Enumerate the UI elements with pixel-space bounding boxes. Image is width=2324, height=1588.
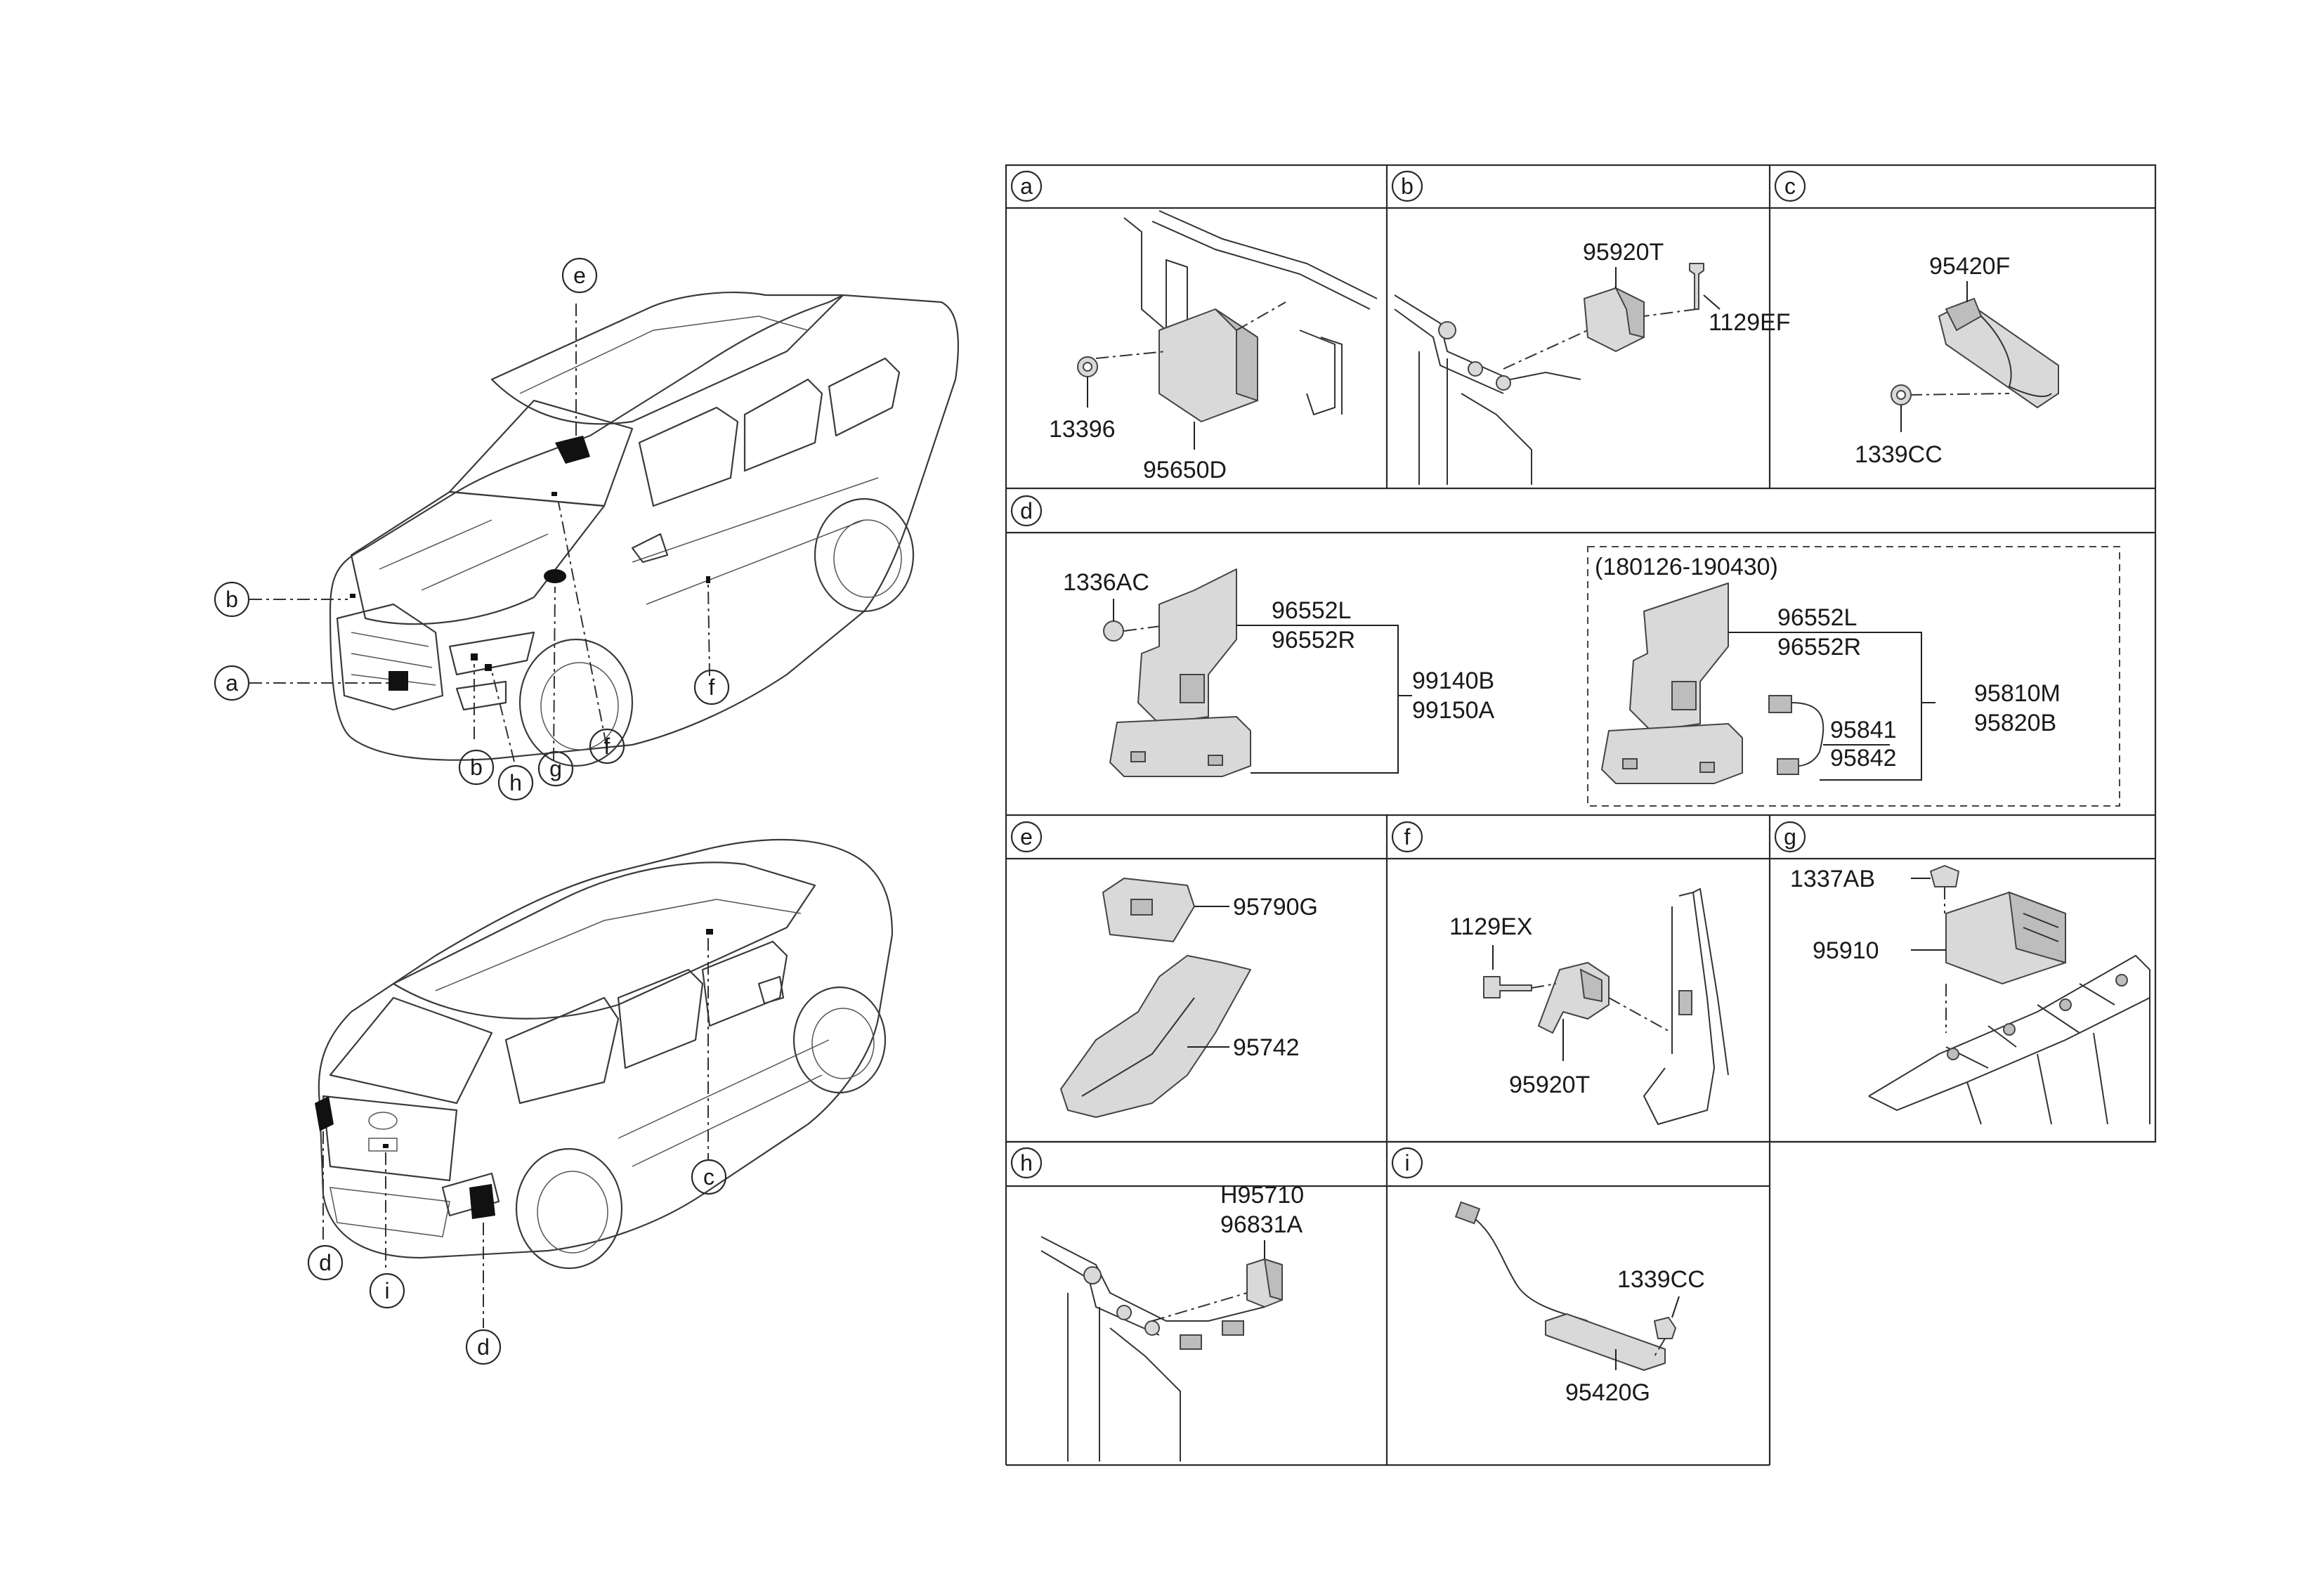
part-96552R-right: 96552R <box>1777 634 1861 660</box>
part-1339CC-c: 1339CC <box>1855 441 1943 468</box>
part-96552R-left: 96552R <box>1272 627 1355 653</box>
callout-rear-i: i <box>369 1273 405 1309</box>
svg-text:d: d <box>319 1250 332 1275</box>
svg-text:f: f <box>604 734 611 759</box>
svg-text:h: h <box>509 770 522 795</box>
mount-99140B <box>1109 716 1251 777</box>
panel-e: e 95790G 95742 <box>1010 821 1318 1118</box>
part-95842: 95842 <box>1830 745 1897 772</box>
part-13396: 13396 <box>1049 416 1116 443</box>
part-99150A: 99150A <box>1412 697 1495 724</box>
svg-text:b: b <box>470 755 483 780</box>
bracket-96552-variant <box>1629 583 1729 731</box>
part-96552L-right: 96552L <box>1777 604 1857 631</box>
panel-g-key: g <box>1784 824 1796 850</box>
part-96831A: 96831A <box>1220 1211 1303 1238</box>
bracket-96552 <box>1137 568 1237 724</box>
callout-rear-c: c <box>691 1159 727 1195</box>
panel-i-key: i <box>1404 1150 1409 1176</box>
callout-front-a: a <box>214 665 250 701</box>
part-95742: 95742 <box>1233 1034 1300 1061</box>
panel-b-key: b <box>1401 174 1414 199</box>
panel-i: i 1339CC 95420G <box>1391 1147 1705 1406</box>
part-95920T-b: 95920T <box>1583 239 1664 266</box>
part-1337AB: 1337AB <box>1790 866 1875 892</box>
svg-text:e: e <box>573 263 586 288</box>
part-1339CC-i: 1339CC <box>1617 1266 1705 1293</box>
part-95790G: 95790G <box>1233 894 1318 920</box>
panel-c: c 95420F 1339CC <box>1774 170 2059 468</box>
detail-grid <box>1005 164 2158 1466</box>
panel-a: a 13396 95650D <box>1010 170 1378 483</box>
callout-front-b1: b <box>214 581 250 618</box>
rear-car-overview: c d i d <box>307 838 894 1365</box>
svg-text:g: g <box>549 756 562 781</box>
panel-b: b 95920T 1129EF <box>1391 170 1791 485</box>
svg-text:i: i <box>384 1278 389 1303</box>
svg-text:c: c <box>703 1164 714 1190</box>
callout-front-b2: b <box>458 749 495 786</box>
mount-95810M <box>1601 723 1743 784</box>
part-95920T-f: 95920T <box>1509 1072 1590 1098</box>
part-99140B: 99140B <box>1412 668 1494 694</box>
part-1336AC: 1336AC <box>1063 569 1149 596</box>
callout-rear-d1: d <box>307 1244 344 1281</box>
part-95650D: 95650D <box>1143 457 1227 483</box>
callout-front-f2: f <box>693 669 730 705</box>
panel-h: h H95710 96831A <box>1010 1147 1304 1462</box>
sensor-mark-rear-left <box>315 1096 334 1131</box>
panel-f-key: f <box>1404 824 1411 850</box>
part-95841: 95841 <box>1830 717 1897 743</box>
svg-text:a: a <box>226 670 238 696</box>
panel-g: g 1337AB 95910 <box>1774 821 2150 1125</box>
panel-h-key: h <box>1020 1150 1033 1176</box>
callout-front-f1: f <box>589 728 625 764</box>
sensor-mark-rear-right <box>469 1184 495 1219</box>
panel-c-key: c <box>1784 174 1796 199</box>
callout-rear-d2: d <box>465 1329 502 1365</box>
front-car-overview: e b a b h g f f <box>214 257 960 801</box>
panel-f: f 1129EX 95920T <box>1391 821 1729 1126</box>
callout-front-g: g <box>537 750 574 787</box>
panel-a-key: a <box>1020 174 1033 199</box>
callout-front-e: e <box>561 257 598 294</box>
part-H95710: H95710 <box>1220 1182 1304 1209</box>
svg-text:d: d <box>477 1334 490 1360</box>
cover-95742 <box>1060 955 1251 1118</box>
callout-front-h: h <box>497 764 534 801</box>
panel-e-key: e <box>1020 824 1033 850</box>
svg-text:f: f <box>709 675 715 700</box>
part-96552L-left: 96552L <box>1272 597 1351 624</box>
camera-mark-front <box>555 436 590 464</box>
radar-mark-front <box>389 671 408 691</box>
part-95810M: 95810M <box>1974 680 2061 707</box>
part-95910: 95910 <box>1813 937 1879 964</box>
part-95420G: 95420G <box>1565 1379 1650 1406</box>
svg-text:b: b <box>226 587 238 612</box>
part-1129EF: 1129EF <box>1709 309 1791 336</box>
part-95820B: 95820B <box>1974 710 2056 736</box>
panel-d-key: d <box>1020 498 1033 523</box>
variant-date-range: (180126-190430) <box>1595 554 1778 580</box>
part-1129EX: 1129EX <box>1449 913 1532 940</box>
antenna-95420G <box>1545 1313 1666 1371</box>
part-95420F: 95420F <box>1929 253 2010 280</box>
panel-d: d 1336AC 96552L 96552R 99140B 99150A (18… <box>1010 495 2120 807</box>
